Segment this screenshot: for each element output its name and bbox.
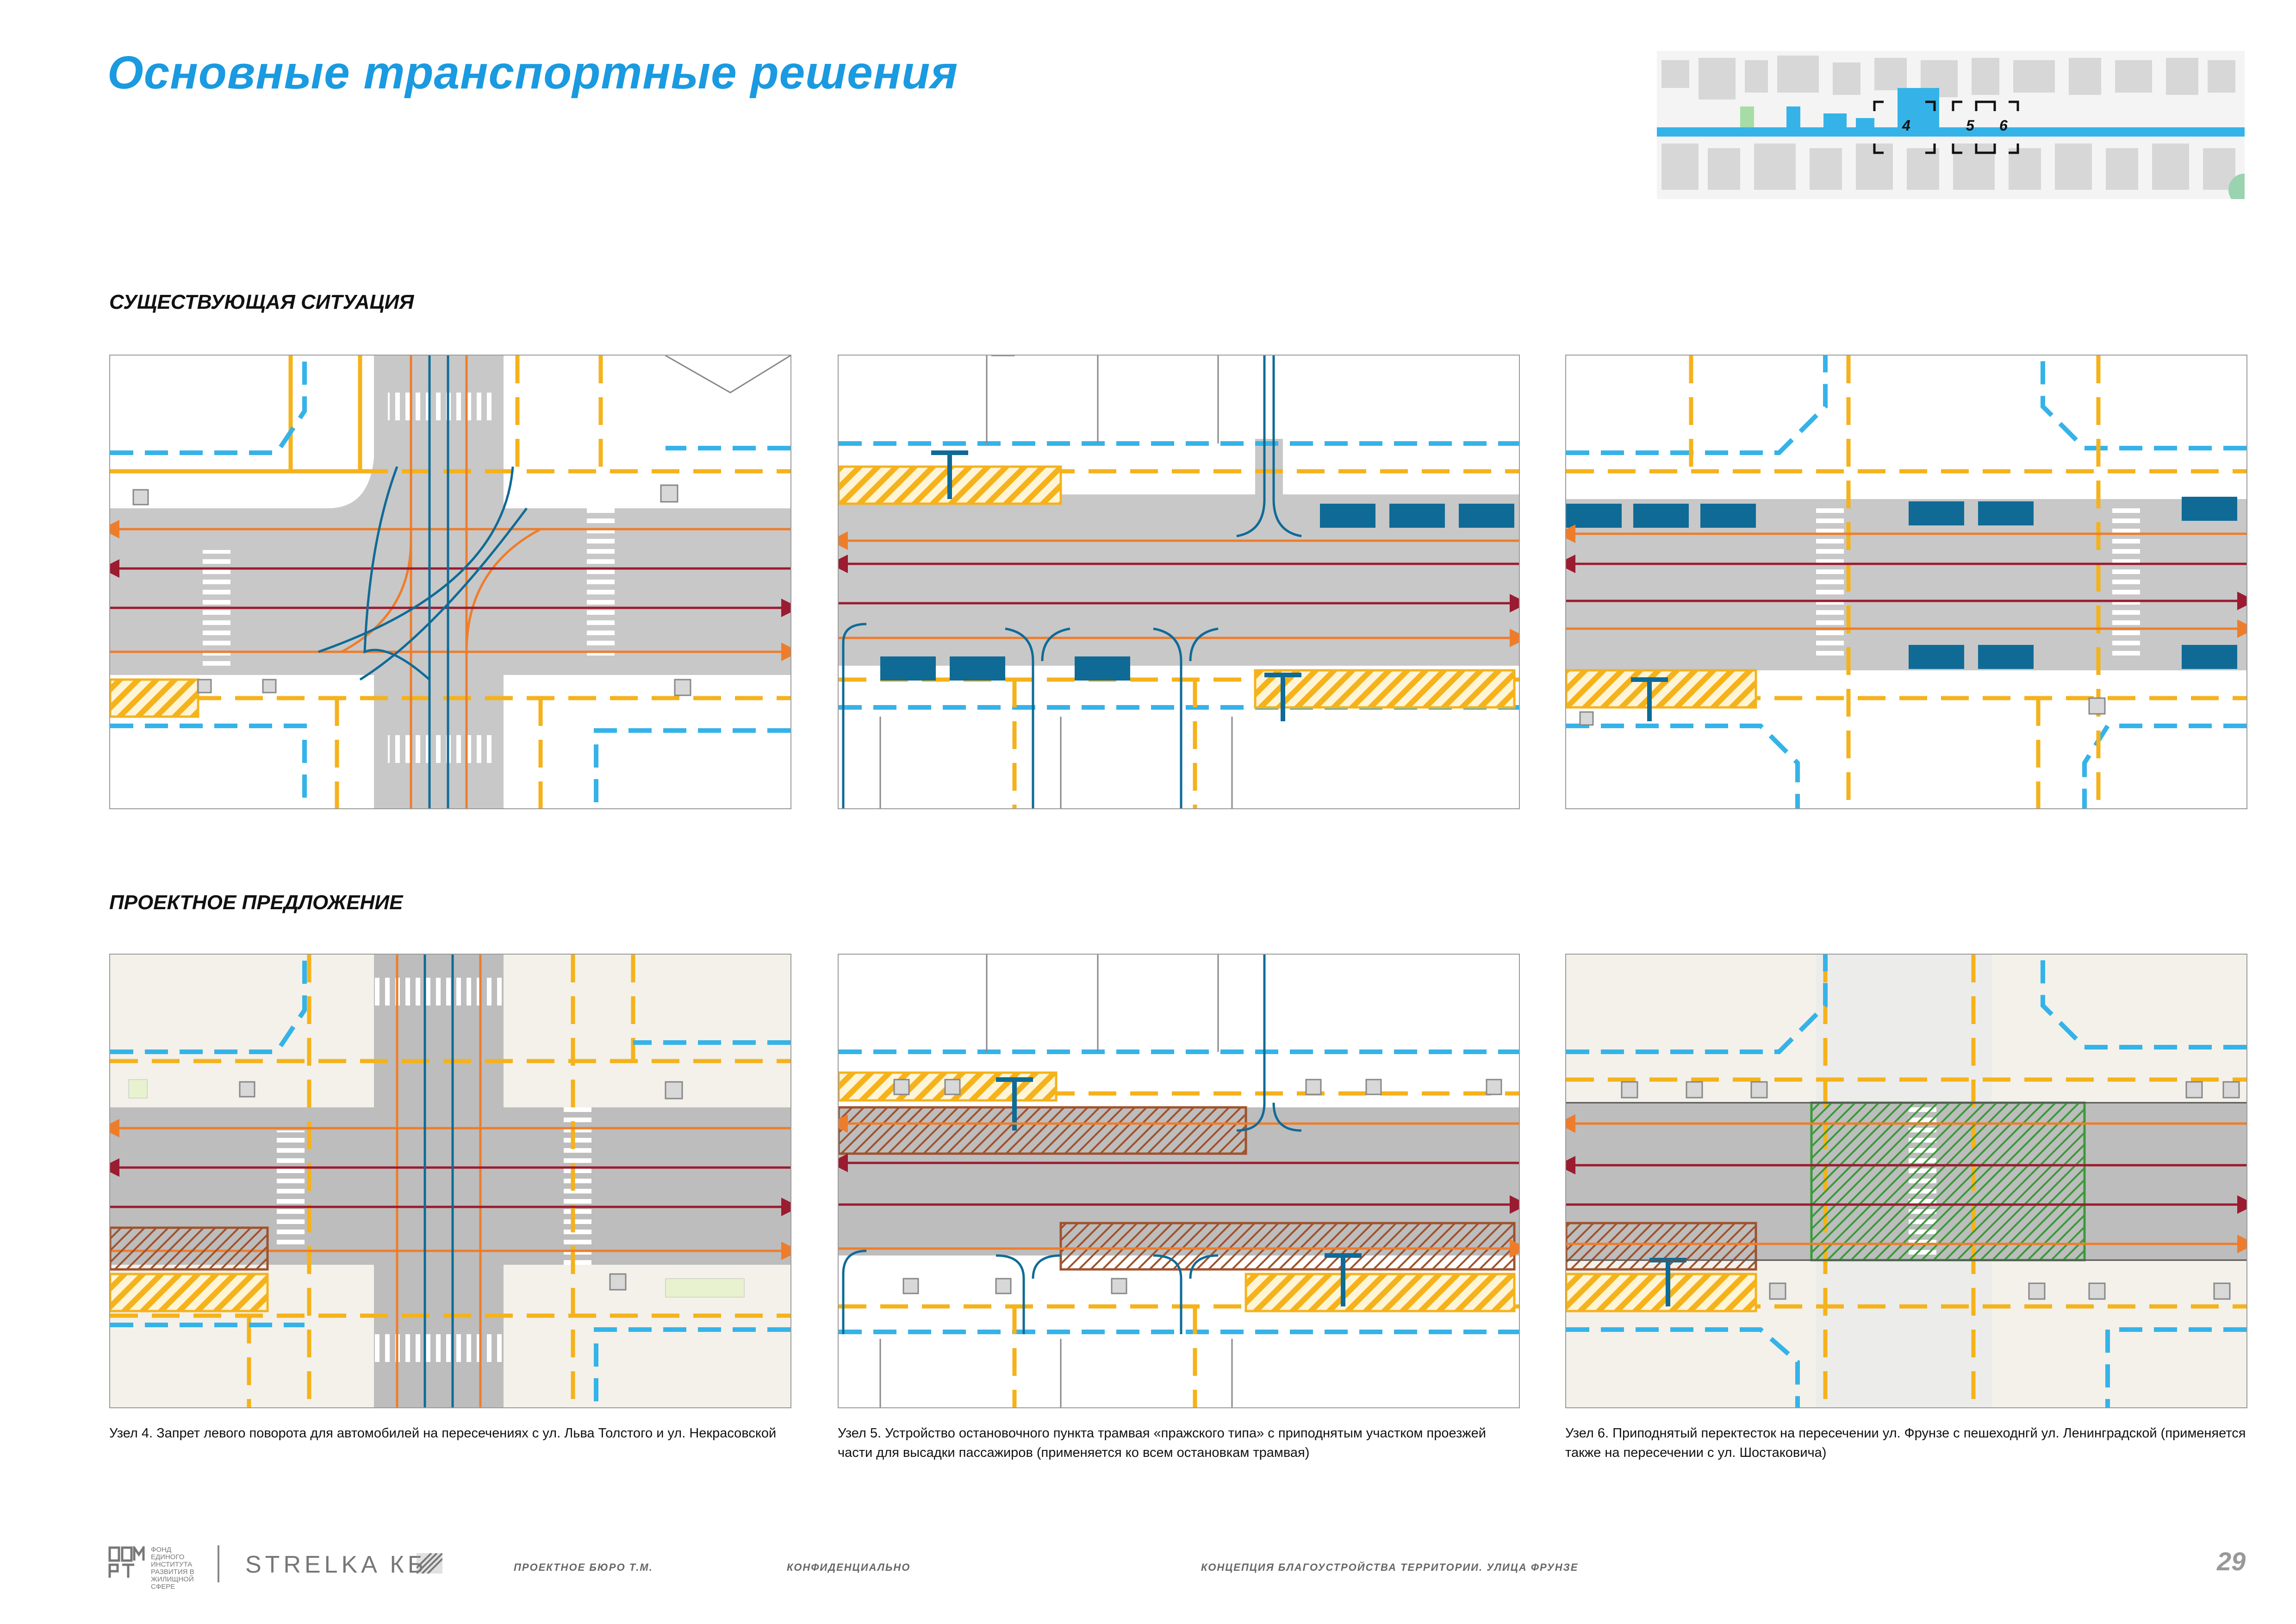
section-existing-heading: СУЩЕСТВУЮЩАЯ СИТУАЦИЯ	[109, 291, 414, 313]
footer-confidential: КОНФИДЕНЦИАЛЬНО	[787, 1562, 911, 1573]
proposal-node-6-diagram	[1565, 954, 2247, 1408]
keymap-label-4: 4	[1902, 117, 1910, 134]
footer-bureau: ПРОЕКТНОЕ БЮРО Т.М.	[514, 1562, 653, 1573]
proposal-node-4-diagram	[109, 954, 791, 1408]
footer-concept: КОНЦЕПЦИЯ БЛАГОУСТРОЙСТВА ТЕРРИТОРИИ. УЛ…	[1201, 1562, 1579, 1573]
strelka-logo: STRELKA КБ	[245, 1551, 427, 1578]
caption-node-6: Узел 6. Приподнятый перектесток на перес…	[1565, 1426, 2246, 1460]
proposal-node-5-diagram	[838, 954, 1520, 1408]
keymap-label-5: 5	[1966, 117, 1975, 134]
caption-node-4: Узел 4. Запрет левого поворота для автом…	[109, 1426, 777, 1441]
page-number: 29	[2217, 1547, 2246, 1576]
dom-rf-logo-caption: ФОНД ЕДИНОГО ИНСТИТУТА РАЗВИТИЯ В ЖИЛИЩН…	[151, 1546, 194, 1591]
keymap-label-6: 6	[1999, 117, 2008, 134]
strelka-hatch-icon	[416, 1552, 443, 1574]
dom-rf-logo	[108, 1543, 145, 1580]
caption-node-5: Узел 5. Устройство остановочного пункта …	[838, 1426, 1486, 1460]
page-title: Основные транспортные решения	[107, 47, 958, 99]
key-map: 4 5 6	[1657, 51, 2261, 206]
existing-node-6-diagram	[1565, 355, 2247, 809]
footer-divider	[218, 1545, 219, 1582]
existing-node-5-diagram	[838, 355, 1520, 809]
existing-node-4-diagram	[109, 355, 791, 809]
section-proposal-heading: ПРОЕКТНОЕ ПРЕДЛОЖЕНИЕ	[109, 891, 403, 914]
